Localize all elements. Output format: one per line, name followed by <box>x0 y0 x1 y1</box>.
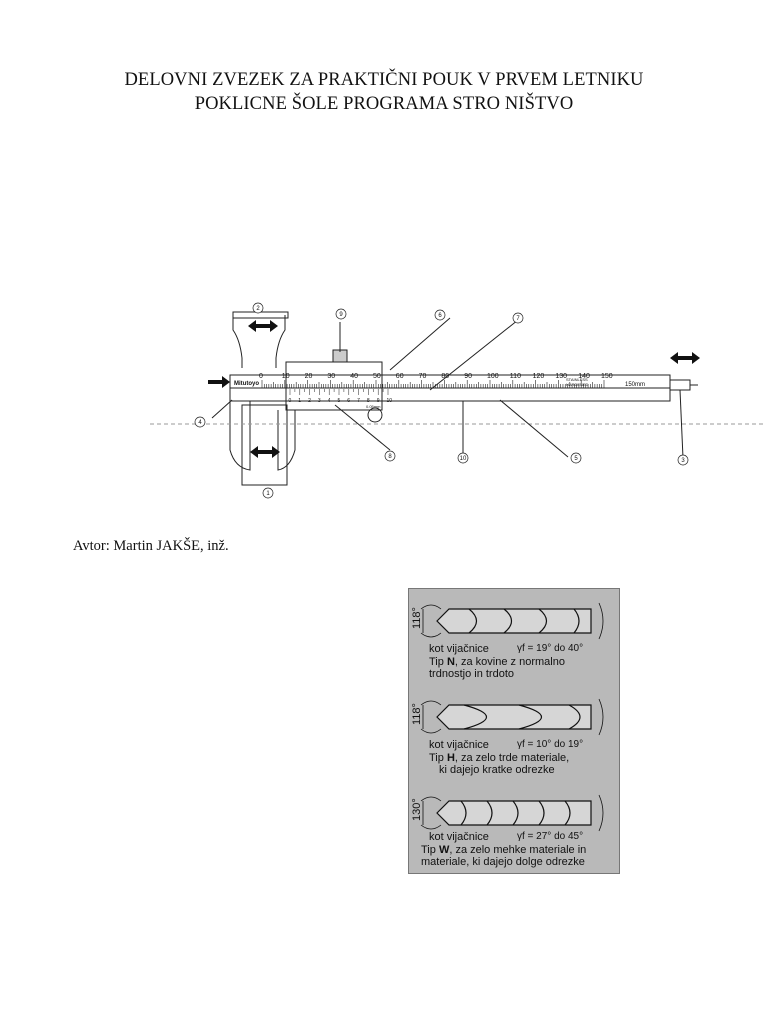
drill-type-w <box>420 794 604 832</box>
title-line-2: POKLICNE ŠOLE PROGRAMA STRO NIŠTVO <box>194 94 574 114</box>
callout-number: 4 <box>198 420 202 426</box>
stamp-line-2: HARDENED <box>566 382 589 387</box>
callout-circle <box>677 454 689 466</box>
vernier-number: 10 <box>387 398 393 404</box>
drill-types-panel: 118° kot vijačnice γf = 19° do 40° Tip N… <box>408 588 620 874</box>
drill-1-helix-range: γf = 19° do 40° <box>517 643 584 654</box>
inside-jaw-fixed <box>232 315 243 368</box>
callout-number: 10 <box>460 456 467 462</box>
main-scale-number: 150 <box>601 373 613 380</box>
callout-circle <box>512 312 524 324</box>
callout-circle <box>194 416 206 428</box>
jaw-arrow-top <box>248 320 278 332</box>
drill-1-angle: 118° <box>411 607 423 629</box>
main-scale-number: 40 <box>350 373 358 380</box>
drill-2-desc-2: ki dajejo kratke odrezke <box>439 764 555 776</box>
drill-3-helix-range: γf = 27° do 45° <box>517 831 584 842</box>
drill-2-desc: Tip H, za zelo trde materiale, <box>429 752 570 764</box>
drill-1-desc-2: trdnostjo in trdoto <box>429 668 514 680</box>
vernier-number: 7 <box>357 398 360 404</box>
drill-3-angle: 130° <box>411 798 423 821</box>
main-scale-number: 140 <box>578 373 590 380</box>
main-scale-number: 130 <box>555 373 567 380</box>
depth-rod <box>669 379 691 391</box>
main-scale-number: 70 <box>419 373 427 380</box>
callout-circle <box>384 450 396 462</box>
callout-number: 7 <box>516 316 520 322</box>
drill-2-helix-label: kot vijačnice <box>429 739 489 751</box>
inside-jaw-frame <box>232 311 289 319</box>
callout-circle <box>457 452 469 464</box>
main-scale-number: 60 <box>396 373 404 380</box>
callout-number: 8 <box>388 454 392 460</box>
author-line: Avtor: Martin JAKŠE, inž. <box>73 538 229 554</box>
page-title: DELOVNI ZVEZEK ZA PRAKTIČNI POUK V PRVEM… <box>0 68 768 116</box>
drill-1-helix-label: kot vijačnice <box>429 643 489 655</box>
inside-jaw-moving <box>275 315 286 368</box>
main-scale-number: 50 <box>373 373 381 380</box>
vernier-number: 4 <box>328 398 331 404</box>
callout-number: 2 <box>256 306 260 312</box>
callout-number: 5 <box>574 456 578 462</box>
drill-2-angle: 118° <box>411 703 423 725</box>
main-scale-number: 100 <box>487 373 499 380</box>
title-line-1: DELOVNI ZVEZEK ZA PRAKTIČNI POUK V PRVEM… <box>124 70 644 90</box>
main-scale-number: 110 <box>510 373 521 380</box>
stamp-line-1: STAINLESS <box>566 377 588 382</box>
drill-3-desc: Tip W, za zelo mehke materiale in <box>421 844 587 856</box>
vernier-number: 5 <box>338 398 341 404</box>
unit-label: 150mm <box>625 382 645 388</box>
outside-jaw-moving <box>277 410 296 471</box>
drill-drawings <box>420 602 604 832</box>
drill-type-n <box>420 602 604 640</box>
vernier-number: 1 <box>298 398 301 404</box>
callout-number: 6 <box>438 313 442 319</box>
callout-circle <box>335 308 347 320</box>
vernier-number: 6 <box>347 398 350 404</box>
callout-circle <box>570 452 582 464</box>
vernier-note: 0.05mm <box>366 404 381 409</box>
vernier-number: 8 <box>367 398 370 404</box>
vernier-number: 3 <box>318 398 321 404</box>
depth-arrow <box>670 352 700 364</box>
vernier-number: 9 <box>377 398 380 404</box>
main-scale-number: 120 <box>533 373 545 380</box>
drill-1-desc: Tip N, za kovine z normalno <box>429 656 565 668</box>
main-scale-number: 20 <box>305 373 313 380</box>
drill-type-h <box>420 698 604 736</box>
callout-circle <box>262 487 274 499</box>
vernier-number: 2 <box>308 398 311 404</box>
main-scale-number: 30 <box>327 373 335 380</box>
drill-3-desc-2: materiale, ki dajejo dolge odrezke <box>421 856 585 868</box>
outside-jaw-frame <box>241 404 288 486</box>
main-scale-number: 80 <box>441 373 449 380</box>
outside-jaw-fixed <box>229 401 251 471</box>
main-scale-number: 10 <box>282 373 290 380</box>
drill-2-helix-range: γf = 10° do 19° <box>517 739 584 750</box>
thumb-wheel <box>367 407 383 423</box>
brand-label: Mitutoyo <box>234 381 259 387</box>
callout-number: 9 <box>339 312 343 318</box>
callout-circle <box>434 309 446 321</box>
drill-3-helix-label: kot vijačnice <box>429 831 489 843</box>
callout-number: 3 <box>681 458 685 464</box>
callout-number: 1 <box>266 491 270 497</box>
vernier-number: 0 <box>289 398 292 404</box>
jaw-arrow-bottom <box>250 446 280 458</box>
callout-circle <box>252 302 264 314</box>
press-arrow <box>208 376 230 388</box>
main-scale-number: 0 <box>259 373 263 380</box>
main-scale-number: 90 <box>464 373 472 380</box>
